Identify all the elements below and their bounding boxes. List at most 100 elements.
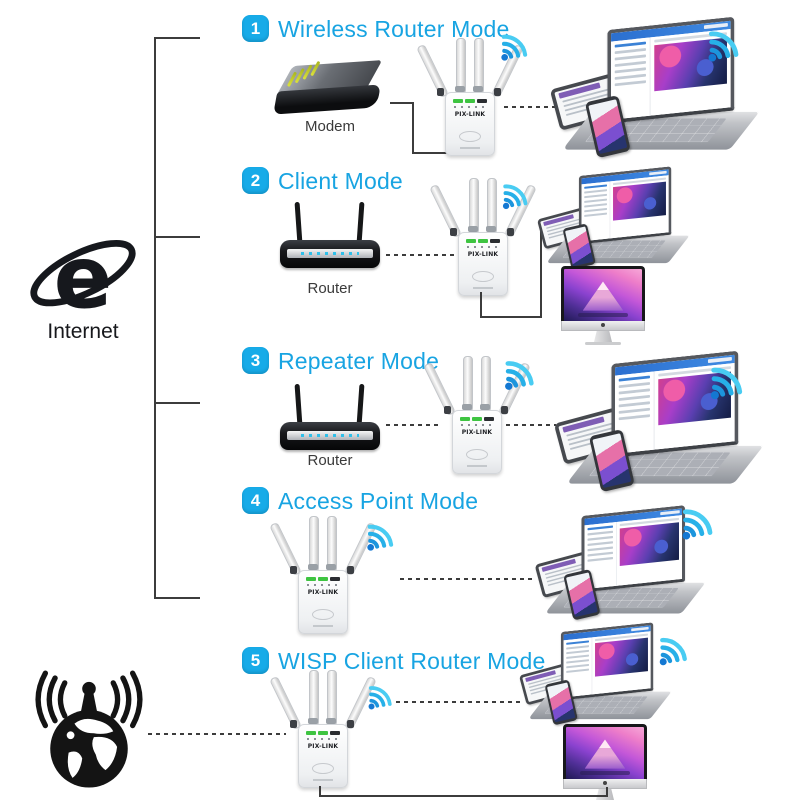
imac-stand xyxy=(594,331,612,342)
trunk-branch-1 xyxy=(154,37,200,39)
webpage-image xyxy=(613,181,666,221)
repeater-device: PIX-LINK xyxy=(423,344,531,474)
antenna-hinge xyxy=(437,88,444,96)
antenna-hinge xyxy=(501,406,508,414)
wireless-link xyxy=(148,733,286,735)
repeater-device: PIX-LINK xyxy=(416,26,524,156)
repeater-brand-label: PIX-LINK xyxy=(454,111,486,118)
repeater-wps-button xyxy=(466,449,488,460)
laptop-screen xyxy=(560,622,654,701)
wifi-waves xyxy=(505,361,534,390)
repeater-status-leds xyxy=(466,239,500,243)
antenna-cap xyxy=(486,226,496,232)
repeater-fineprint xyxy=(313,625,333,627)
antenna-cap xyxy=(455,86,465,92)
router-antenna-right xyxy=(356,383,365,427)
imac-screen xyxy=(561,266,645,321)
repeater-led-dots xyxy=(461,424,493,426)
wireless-link xyxy=(396,701,520,703)
section-2-title: Client Mode xyxy=(278,168,403,194)
wifi-signal-icon xyxy=(700,26,744,66)
wifi-waves xyxy=(659,637,687,666)
wireless-link xyxy=(506,424,556,426)
internet-explorer-logo: e xyxy=(22,226,144,329)
wifi-signal-icon xyxy=(652,633,692,670)
antenna-cap xyxy=(326,564,336,570)
wifi-signal-icon xyxy=(496,180,532,213)
router-led-band xyxy=(287,249,373,258)
section-4-title: Access Point Mode xyxy=(278,488,479,514)
router-body xyxy=(280,422,380,450)
wifi-signal-icon xyxy=(494,30,532,65)
imac-screen xyxy=(563,724,647,779)
antenna-cap xyxy=(326,718,336,724)
browser-main xyxy=(592,631,651,695)
svg-text:e: e xyxy=(54,229,113,326)
repeater-fineprint xyxy=(473,287,493,289)
repeater-body: PIX-LINK xyxy=(298,724,348,788)
trunk-branch-2 xyxy=(154,236,200,238)
imac-dock xyxy=(580,771,630,775)
repeater-status-leds xyxy=(453,99,487,103)
router-label: Router xyxy=(307,452,353,469)
wireless-link xyxy=(386,424,440,426)
repeater-fineprint xyxy=(313,779,333,781)
wired-link xyxy=(319,795,608,797)
router-led-band xyxy=(287,431,373,440)
repeater-device: PIX-LINK xyxy=(269,504,377,634)
wired-link xyxy=(480,316,542,318)
repeater-wps-button xyxy=(459,131,481,142)
repeater-body: PIX-LINK xyxy=(298,570,348,634)
imac-base xyxy=(585,342,621,345)
section-5-title: WISP Client Router Mode xyxy=(278,648,546,674)
repeater-brand-label: PIX-LINK xyxy=(307,743,339,750)
wired-link xyxy=(319,786,321,797)
repeater-led-dots xyxy=(307,738,339,740)
router-body xyxy=(280,240,380,268)
imac-chin xyxy=(563,779,647,789)
trunk-branch-3 xyxy=(154,402,200,404)
imac-device xyxy=(561,266,645,345)
repeater-fineprint xyxy=(467,465,487,467)
trunk-branch-4 xyxy=(154,597,200,599)
wifi-waves xyxy=(502,184,528,210)
repeater-brand-label: PIX-LINK xyxy=(307,589,339,596)
repeater-body: PIX-LINK xyxy=(452,410,502,474)
section-1-title: Wireless Router Mode xyxy=(278,16,510,42)
wifi-waves xyxy=(367,524,394,551)
section-3-badge: 3 xyxy=(242,347,269,374)
antenna-cap xyxy=(468,226,478,232)
modem-device xyxy=(270,58,390,124)
antenna-cap xyxy=(308,718,318,724)
webpage-image xyxy=(595,637,648,677)
section-3-title: Repeater Mode xyxy=(278,348,440,374)
wifi-signal-icon xyxy=(674,504,718,544)
modem-label: Modem xyxy=(304,118,356,135)
repeater-body: PIX-LINK xyxy=(458,232,508,296)
laptop-screen xyxy=(581,505,685,593)
router-antenna-left xyxy=(294,383,303,427)
wifi-waves xyxy=(708,31,739,62)
wired-link xyxy=(412,152,468,154)
repeater-device: PIX-LINK xyxy=(429,166,537,296)
imac-stand xyxy=(596,789,614,800)
imac-dock xyxy=(578,313,628,317)
browser-main xyxy=(610,175,669,239)
wifi-waves xyxy=(368,686,392,710)
antenna-cap xyxy=(308,564,318,570)
wireless-link xyxy=(400,578,534,580)
repeater-wps-button xyxy=(312,763,334,774)
repeater-body: PIX-LINK xyxy=(445,92,495,156)
mountain-wallpaper xyxy=(584,739,626,769)
wifi-signal-icon xyxy=(362,682,396,713)
section-2-badge: 2 xyxy=(242,167,269,194)
antenna-hinge xyxy=(290,566,297,574)
antenna-cap xyxy=(473,86,483,92)
antenna-hinge xyxy=(444,406,451,414)
antenna-cap xyxy=(462,404,472,410)
repeater-wps-button xyxy=(312,609,334,620)
imac-device xyxy=(563,724,647,800)
wifi-waves xyxy=(501,34,528,61)
wireless-link xyxy=(386,254,456,256)
globe-broadcast-icon xyxy=(26,658,152,798)
